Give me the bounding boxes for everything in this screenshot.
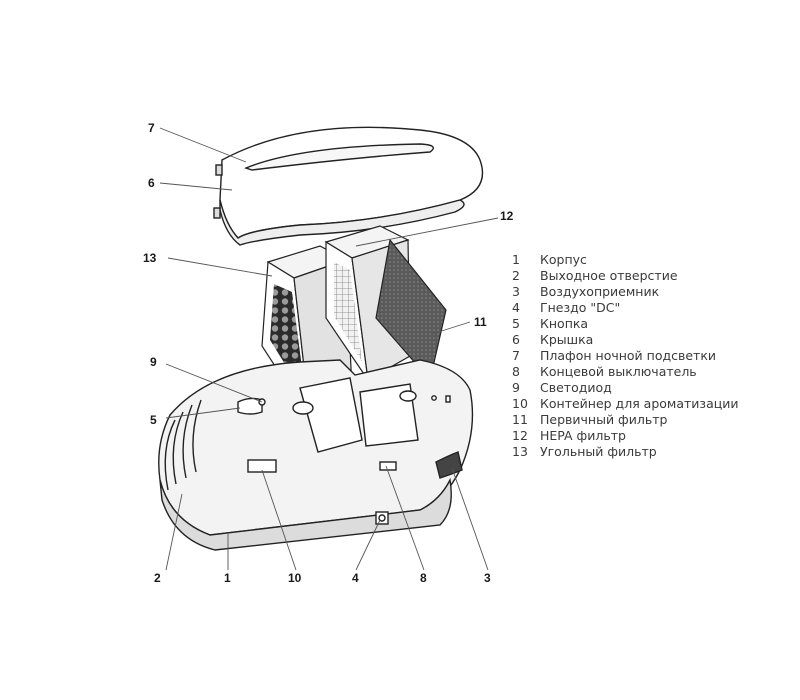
legend-row: 10 Контейнер для ароматизации	[512, 396, 792, 412]
legend-text: Выходное отверстие	[540, 268, 678, 283]
legend-row: 2 Выходное отверстие	[512, 268, 792, 284]
callout-6: 6	[148, 176, 155, 190]
legend-number: 1	[512, 252, 520, 267]
legend-text: Корпус	[540, 252, 587, 267]
legend-text: Крышка	[540, 332, 594, 347]
legend-number: 6	[512, 332, 520, 347]
legend-row: 13 Угольный фильтр	[512, 444, 792, 460]
legend-text: Плафон ночной подсветки	[540, 348, 717, 363]
parts-legend: 1 Корпус 2 Выходное отверстие 3 Воздухоприе…	[512, 252, 792, 460]
legend-text: HEPA фильтр	[540, 428, 626, 443]
legend-number: 5	[512, 316, 520, 331]
legend-text: Кнопка	[540, 316, 589, 331]
lid	[213, 126, 484, 246]
callout-11: 11	[474, 315, 487, 329]
callout-13: 13	[143, 251, 157, 265]
legend-number: 12	[512, 428, 528, 443]
legend-text: Первичный фильтр	[540, 412, 668, 427]
legend-text: Гнездо "DC"	[540, 300, 621, 315]
legend-number: 3	[512, 284, 520, 299]
legend-number: 2	[512, 268, 520, 283]
callout-1: 1	[224, 571, 231, 585]
legend-row: 4 Гнездо "DC"	[512, 300, 792, 316]
legend-row: 5 Кнопка	[512, 316, 792, 332]
legend-number: 7	[512, 348, 520, 363]
callout-12: 12	[500, 209, 514, 223]
legend-text: Воздухоприемник	[540, 284, 660, 299]
leader-lines	[159, 127, 499, 571]
legend-number: 8	[512, 364, 520, 379]
legend-row: 6 Крышка	[512, 332, 792, 348]
night-light-lamp	[243, 143, 434, 171]
legend-number: 13	[512, 444, 528, 459]
legend-row: 12 HEPA фильтр	[512, 428, 792, 444]
legend-row: 8 Концевой выключатель	[512, 364, 792, 380]
legend-row: 11 Первичный фильтр	[512, 412, 792, 428]
legend-text: Угольный фильтр	[540, 444, 657, 459]
legend-row: 9 Светодиод	[512, 380, 792, 396]
body	[158, 359, 474, 551]
callout-2: 2	[154, 571, 161, 585]
legend-text: Контейнер для ароматизации	[540, 396, 739, 411]
callout-4: 4	[352, 571, 359, 585]
legend-row: 7 Плафон ночной подсветки	[512, 348, 792, 364]
callout-8: 8	[420, 571, 427, 585]
callout-9: 9	[150, 355, 157, 369]
legend-number: 9	[512, 380, 520, 395]
legend-number: 4	[512, 300, 520, 315]
legend-text: Светодиод	[540, 380, 612, 395]
legend-text: Концевой выключатель	[540, 364, 697, 379]
legend-row: 3 Воздухоприемник	[512, 284, 792, 300]
callout-7: 7	[148, 121, 155, 135]
callout-3: 3	[484, 571, 491, 585]
callout-5: 5	[150, 413, 157, 427]
legend-row: 1 Корпус	[512, 252, 792, 268]
legend-number: 10	[512, 396, 528, 411]
callout-10: 10	[288, 571, 302, 585]
legend-number: 11	[512, 412, 528, 427]
